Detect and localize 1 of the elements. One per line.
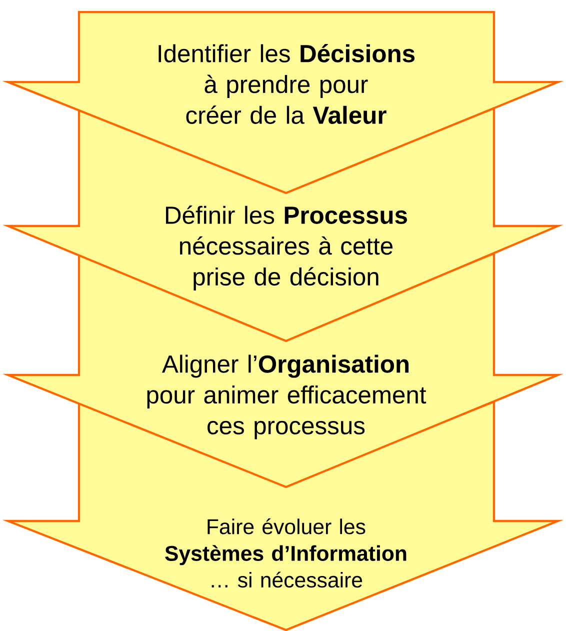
node-label: Faire évoluer les Systèmes d’Information … si nécessaire	[165, 518, 406, 588]
